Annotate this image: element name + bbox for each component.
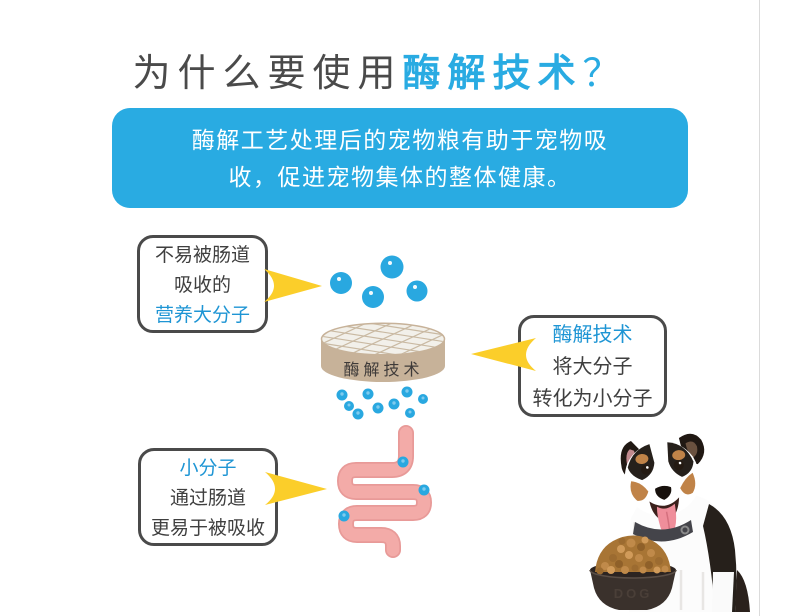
- dog-bowl: DOG: [589, 569, 677, 610]
- callout-line: 将大分子: [552, 356, 633, 378]
- callout-line-highlight: 酶解技术: [552, 324, 633, 346]
- title-highlight: 酶解技术: [402, 53, 583, 95]
- arrow-right-icon: [264, 269, 322, 302]
- callout-enzyme-tech: 酶解技术 将大分子 转化为小分子: [518, 315, 667, 417]
- banner-line-2: 收，促进宠物集体的整体健康。: [228, 164, 572, 190]
- callout-line-highlight: 小分子: [179, 458, 237, 479]
- callout-line: 通过肠道: [169, 488, 246, 509]
- absorbed-molecule-icon: [338, 456, 430, 522]
- callout-line-highlight: 营养大分子: [154, 305, 250, 326]
- dog-collar: [633, 520, 693, 542]
- callout-small-molecules: 小分子 通过肠道 更易于被吸收: [138, 448, 278, 546]
- title-prefix: 为什么要使用: [132, 53, 403, 95]
- page-title: 为什么要使用酶解技术？: [0, 42, 760, 97]
- intro-banner: 酶解工艺处理后的宠物粮有助于宠物吸 收，促进宠物集体的整体健康。: [112, 108, 688, 208]
- banner-line-1: 酶解工艺处理后的宠物粮有助于宠物吸: [191, 127, 609, 153]
- page-edge-divider: [759, 0, 760, 616]
- callout-line: 不易被肠道: [154, 245, 250, 266]
- large-molecules-icon: [330, 255, 428, 308]
- bowl-emboss-text: DOG: [614, 586, 653, 601]
- kibble-food: [595, 535, 671, 575]
- callout-line: 更易于被吸收: [150, 518, 265, 539]
- intestine-illustration: [336, 425, 433, 558]
- dog-head: [620, 433, 705, 535]
- callout-large-molecules: 不易被肠道 吸收的 营养大分子: [137, 235, 268, 333]
- small-molecules-icon: [336, 386, 428, 420]
- cylinder-label: 酶解技术: [343, 362, 424, 379]
- dog-photo: DOG: [589, 433, 750, 612]
- callout-line: 转化为小分子: [532, 388, 653, 410]
- callout-line: 吸收的: [173, 275, 231, 296]
- title-question-mark: ？: [582, 53, 628, 95]
